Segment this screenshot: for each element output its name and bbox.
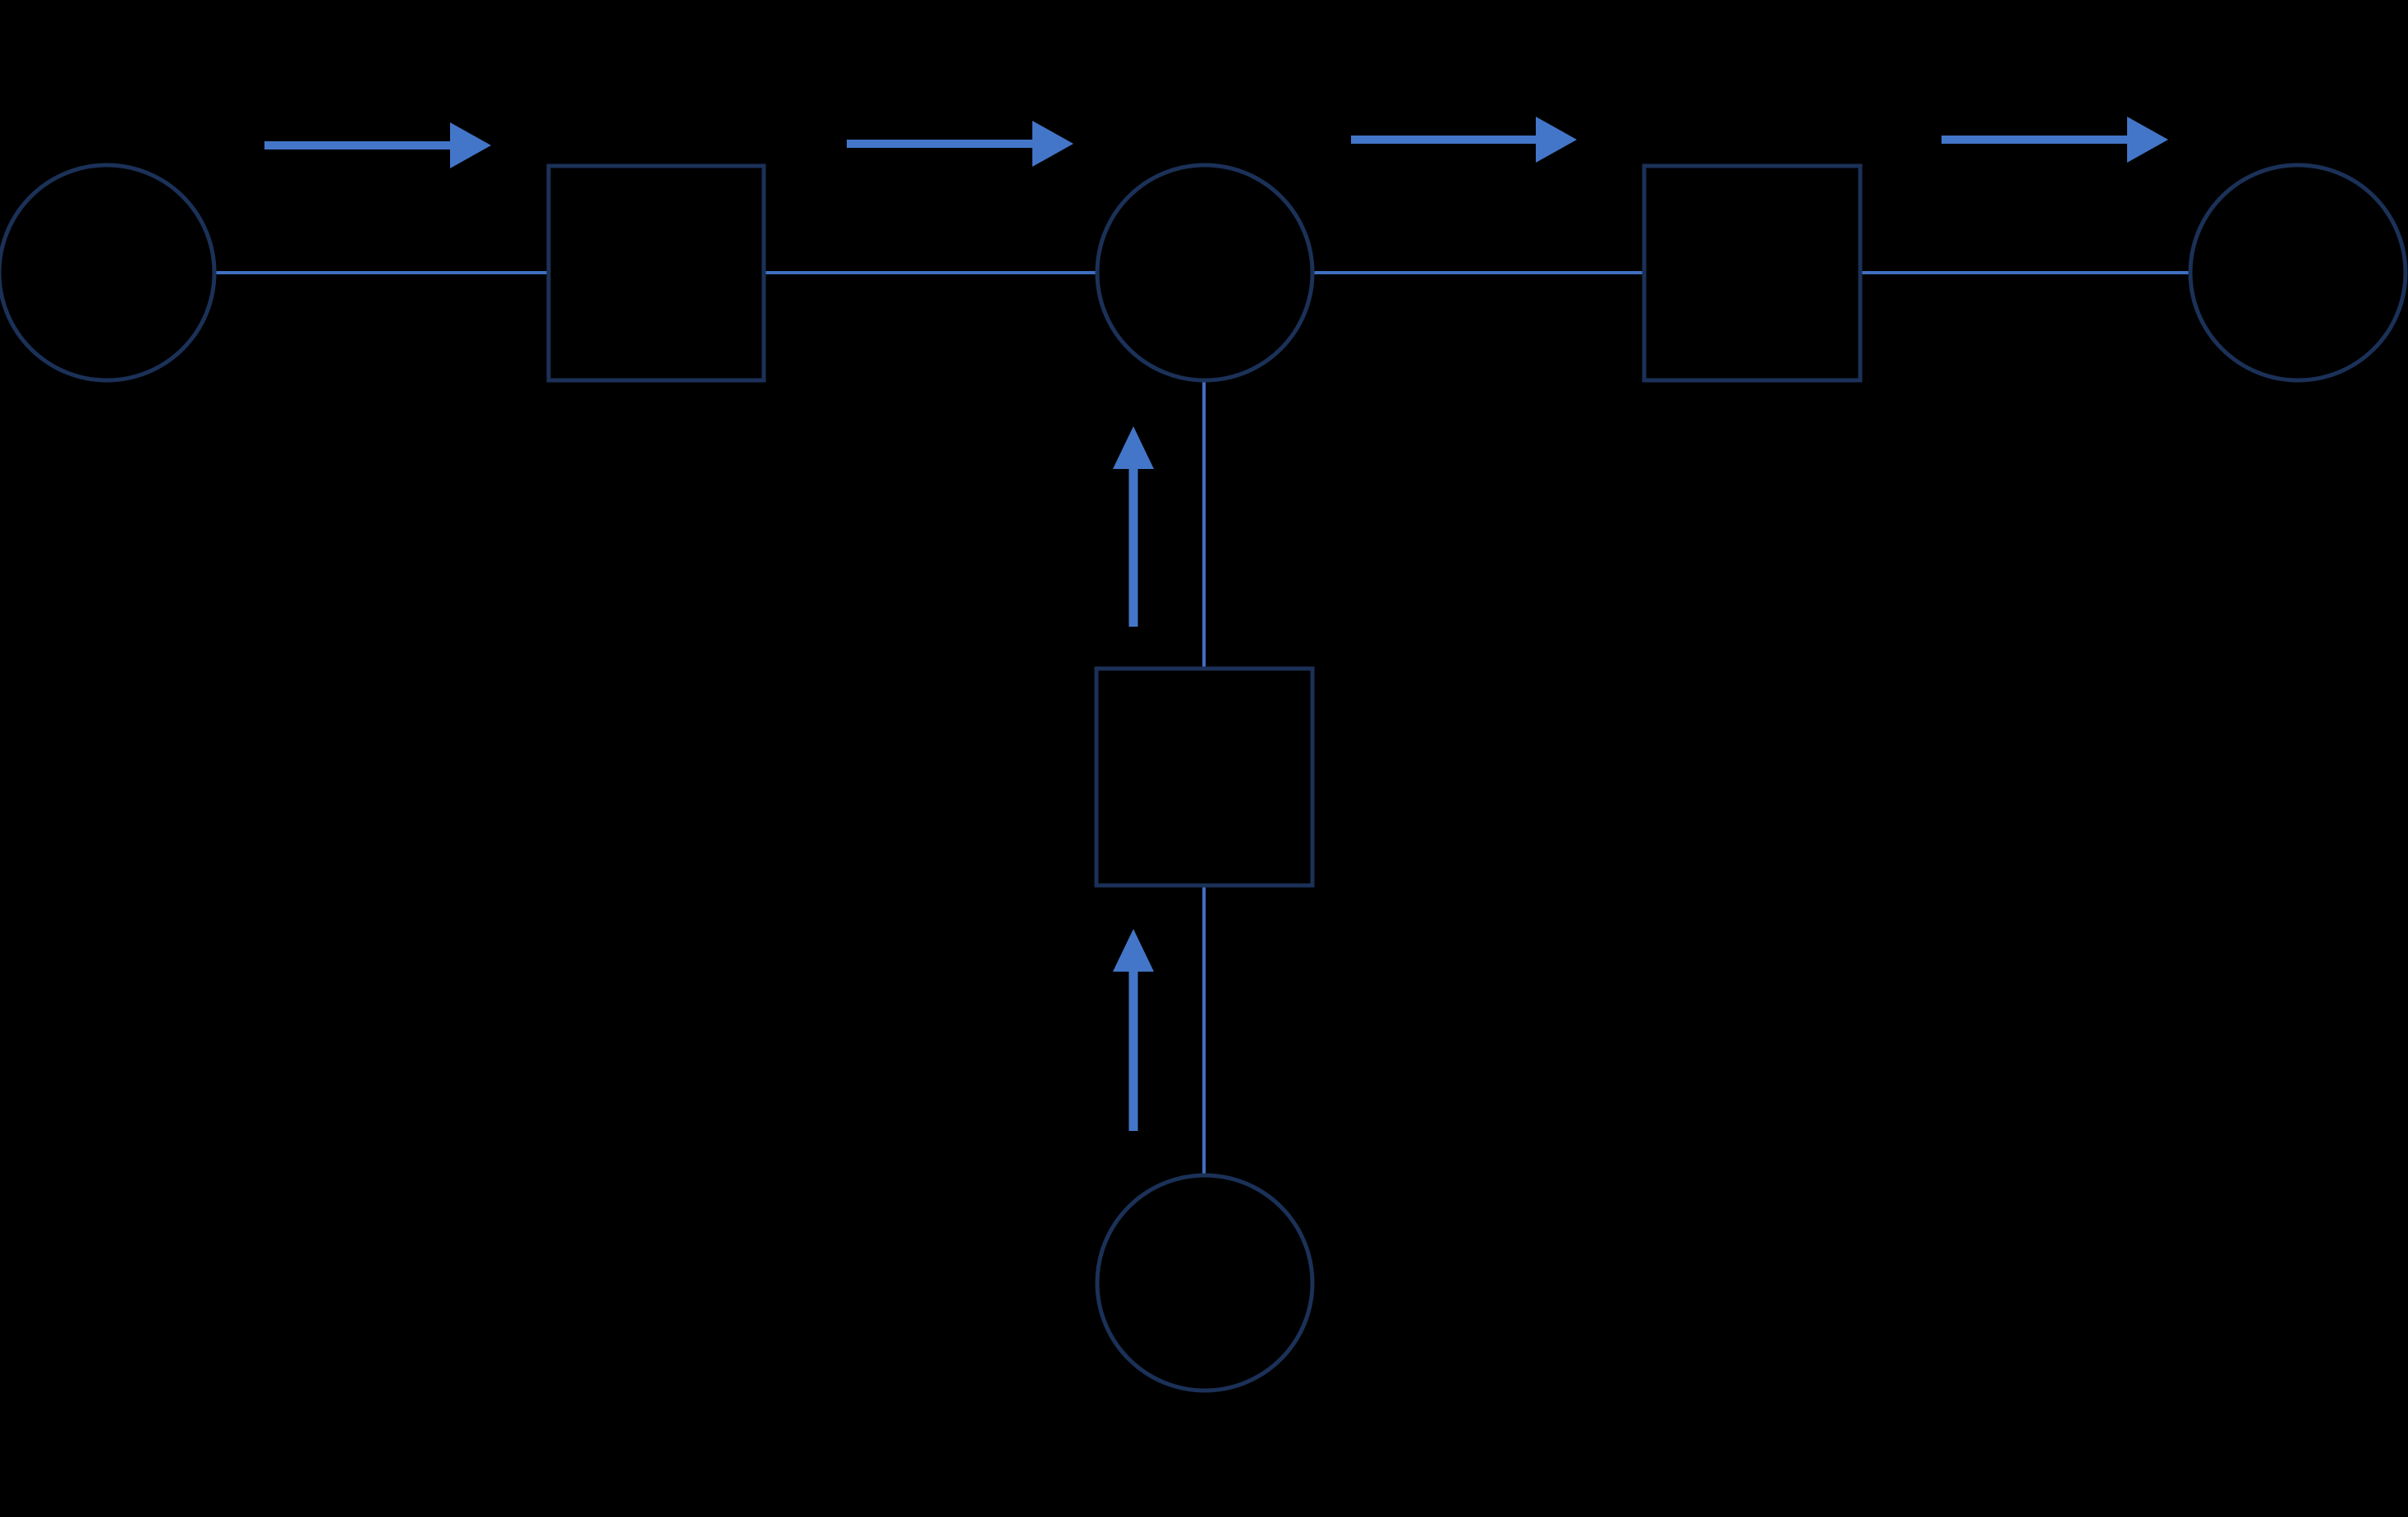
flow-arrow-right-3[interactable] <box>1351 117 1577 163</box>
flow-arrow-right-2[interactable] <box>847 121 1073 167</box>
process-square-3[interactable] <box>1094 666 1315 888</box>
end-circle-right[interactable] <box>2188 163 2408 383</box>
start-circle-left[interactable] <box>0 163 217 383</box>
junction-circle-mid[interactable] <box>1095 163 1315 383</box>
node-layer <box>0 163 2408 1393</box>
connector-layer <box>214 271 2191 1177</box>
flow-arrow-right-1[interactable] <box>264 122 491 168</box>
arrow-layer <box>264 117 2168 1131</box>
process-square-1[interactable] <box>546 163 766 383</box>
flow-arrow-up-2[interactable] <box>1113 929 1154 1131</box>
flow-arrow-right-4[interactable] <box>1942 117 2168 163</box>
source-circle-bottom[interactable] <box>1095 1173 1315 1393</box>
flow-arrow-up-1[interactable] <box>1113 426 1154 627</box>
process-square-2[interactable] <box>1642 163 1863 383</box>
